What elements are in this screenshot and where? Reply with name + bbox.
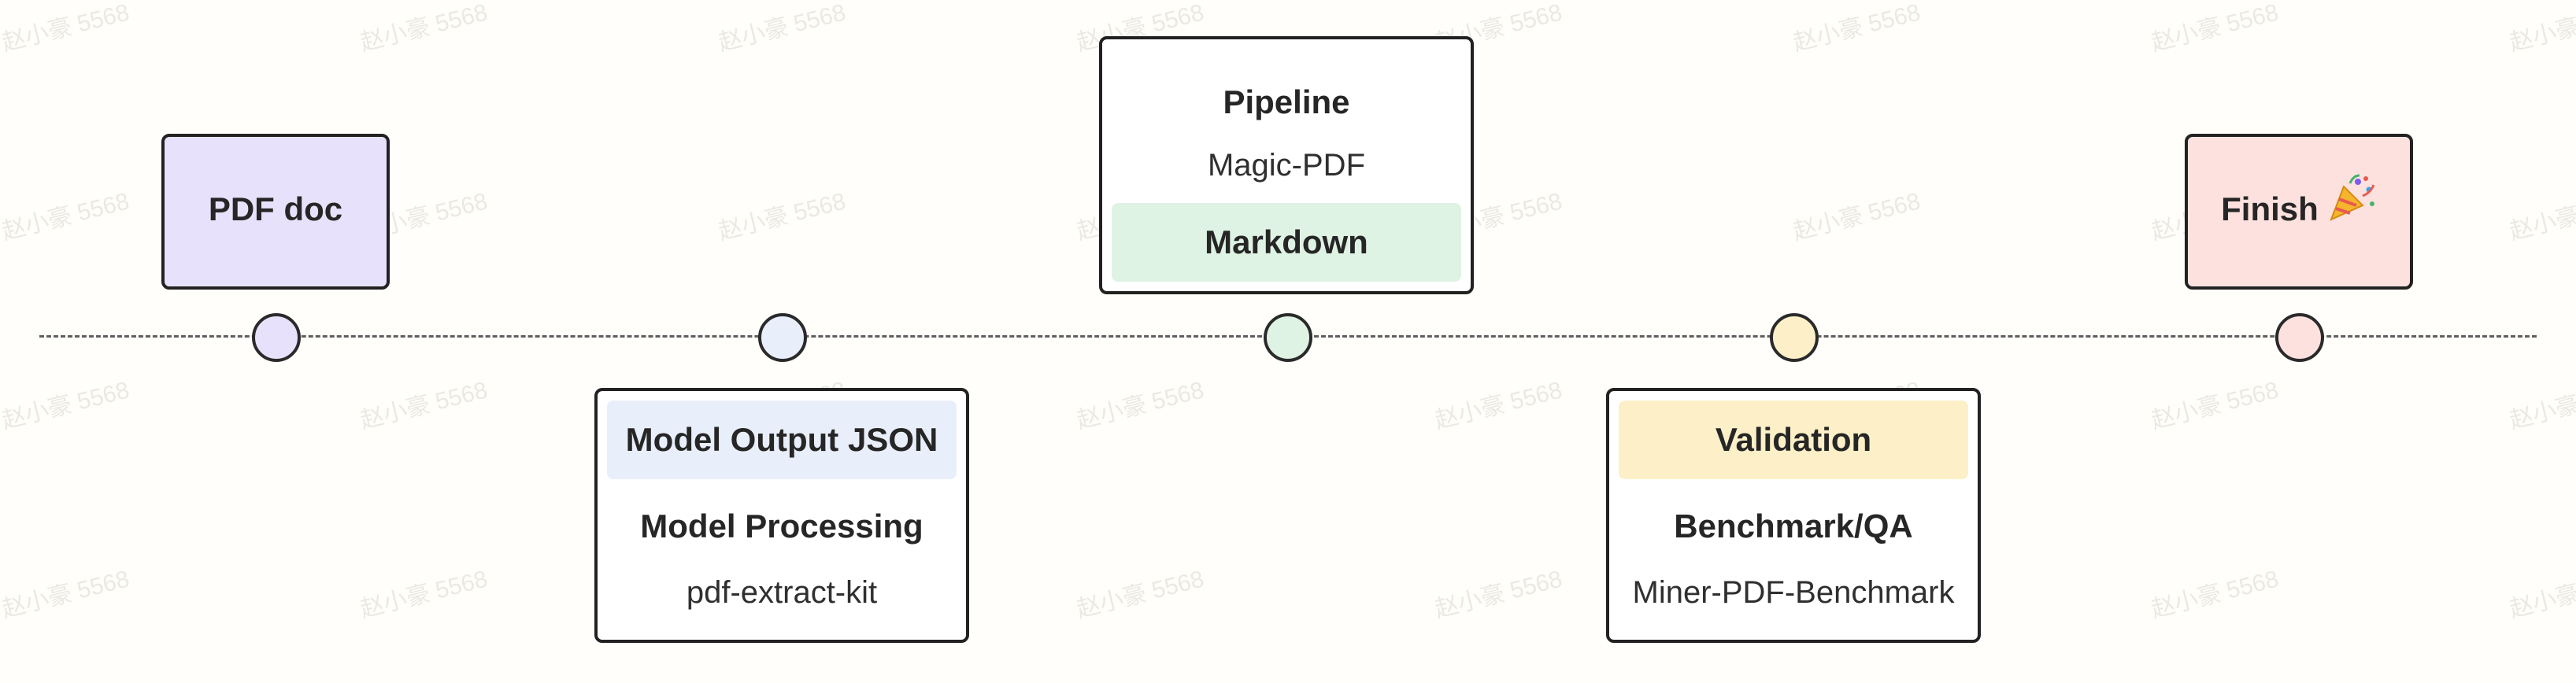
watermark-text: 赵小豪 5568 xyxy=(2507,566,2576,623)
party-popper-icon xyxy=(2326,139,2377,284)
stage-title-pdf-doc: PDF doc xyxy=(208,190,343,227)
watermark-text: 赵小豪 5568 xyxy=(2149,377,2282,434)
watermark-text: 赵小豪 5568 xyxy=(1790,0,1923,57)
timeline-dot-finish xyxy=(2275,313,2324,362)
watermark-text: 赵小豪 5568 xyxy=(1074,377,1207,434)
watermark-text: 赵小豪 5568 xyxy=(0,0,132,57)
watermark-text: 赵小豪 5568 xyxy=(2149,566,2282,623)
watermark-text: 赵小豪 5568 xyxy=(2507,0,2576,57)
stage-card-benchmark: Validation Benchmark/QA Miner-PDF-Benchm… xyxy=(1606,388,1981,643)
watermark-text: 赵小豪 5568 xyxy=(357,566,490,623)
timeline-dot-pipeline xyxy=(1264,313,1312,362)
watermark-text: 赵小豪 5568 xyxy=(716,0,849,57)
stage-band-model-processing: Model Output JSON xyxy=(607,401,957,479)
watermark-text: 赵小豪 5568 xyxy=(2507,188,2576,246)
watermark-text: 赵小豪 5568 xyxy=(0,566,132,623)
stage-card-model-processing: Model Output JSON Model Processing pdf-e… xyxy=(594,388,969,643)
timeline-dot-pdf-doc xyxy=(252,313,301,362)
watermark-text: 赵小豪 5568 xyxy=(357,377,490,434)
stage-band-pipeline: Markdown xyxy=(1112,203,1461,282)
stage-band-benchmark: Validation xyxy=(1619,401,1968,479)
watermark-text: 赵小豪 5568 xyxy=(357,0,490,57)
stage-card-finish: Finish xyxy=(2185,134,2413,290)
stage-subtitle-model-processing: pdf-extract-kit xyxy=(686,575,878,610)
timeline-dot-model-processing xyxy=(758,313,807,362)
watermark-text: 赵小豪 5568 xyxy=(2149,0,2282,57)
watermark-text: 赵小豪 5568 xyxy=(1790,188,1923,246)
stage-title-model-processing: Model Processing xyxy=(640,508,923,545)
stage-title-pipeline: Pipeline xyxy=(1223,83,1350,120)
watermark-text: 赵小豪 5568 xyxy=(1432,377,1565,434)
stage-subtitle-pipeline: Magic-PDF xyxy=(1207,148,1366,183)
timeline-dot-benchmark xyxy=(1770,313,1819,362)
stage-finish-content: Finish xyxy=(2188,137,2410,284)
stage-card-pipeline: Pipeline Magic-PDF Markdown xyxy=(1099,36,1474,294)
stage-subtitle-benchmark: Miner-PDF-Benchmark xyxy=(1632,575,1955,610)
watermark-text: 赵小豪 5568 xyxy=(1432,566,1565,623)
watermark-text: 赵小豪 5568 xyxy=(0,188,132,246)
watermark-text: 赵小豪 5568 xyxy=(1074,566,1207,623)
stage-title-finish: Finish xyxy=(2221,190,2319,227)
stage-title-benchmark: Benchmark/QA xyxy=(1674,508,1913,545)
watermark-text: 赵小豪 5568 xyxy=(716,188,849,246)
watermark-text: 赵小豪 5568 xyxy=(2507,377,2576,434)
watermark-text: 赵小豪 5568 xyxy=(0,377,132,434)
stage-card-pdf-doc: PDF doc xyxy=(161,134,390,290)
